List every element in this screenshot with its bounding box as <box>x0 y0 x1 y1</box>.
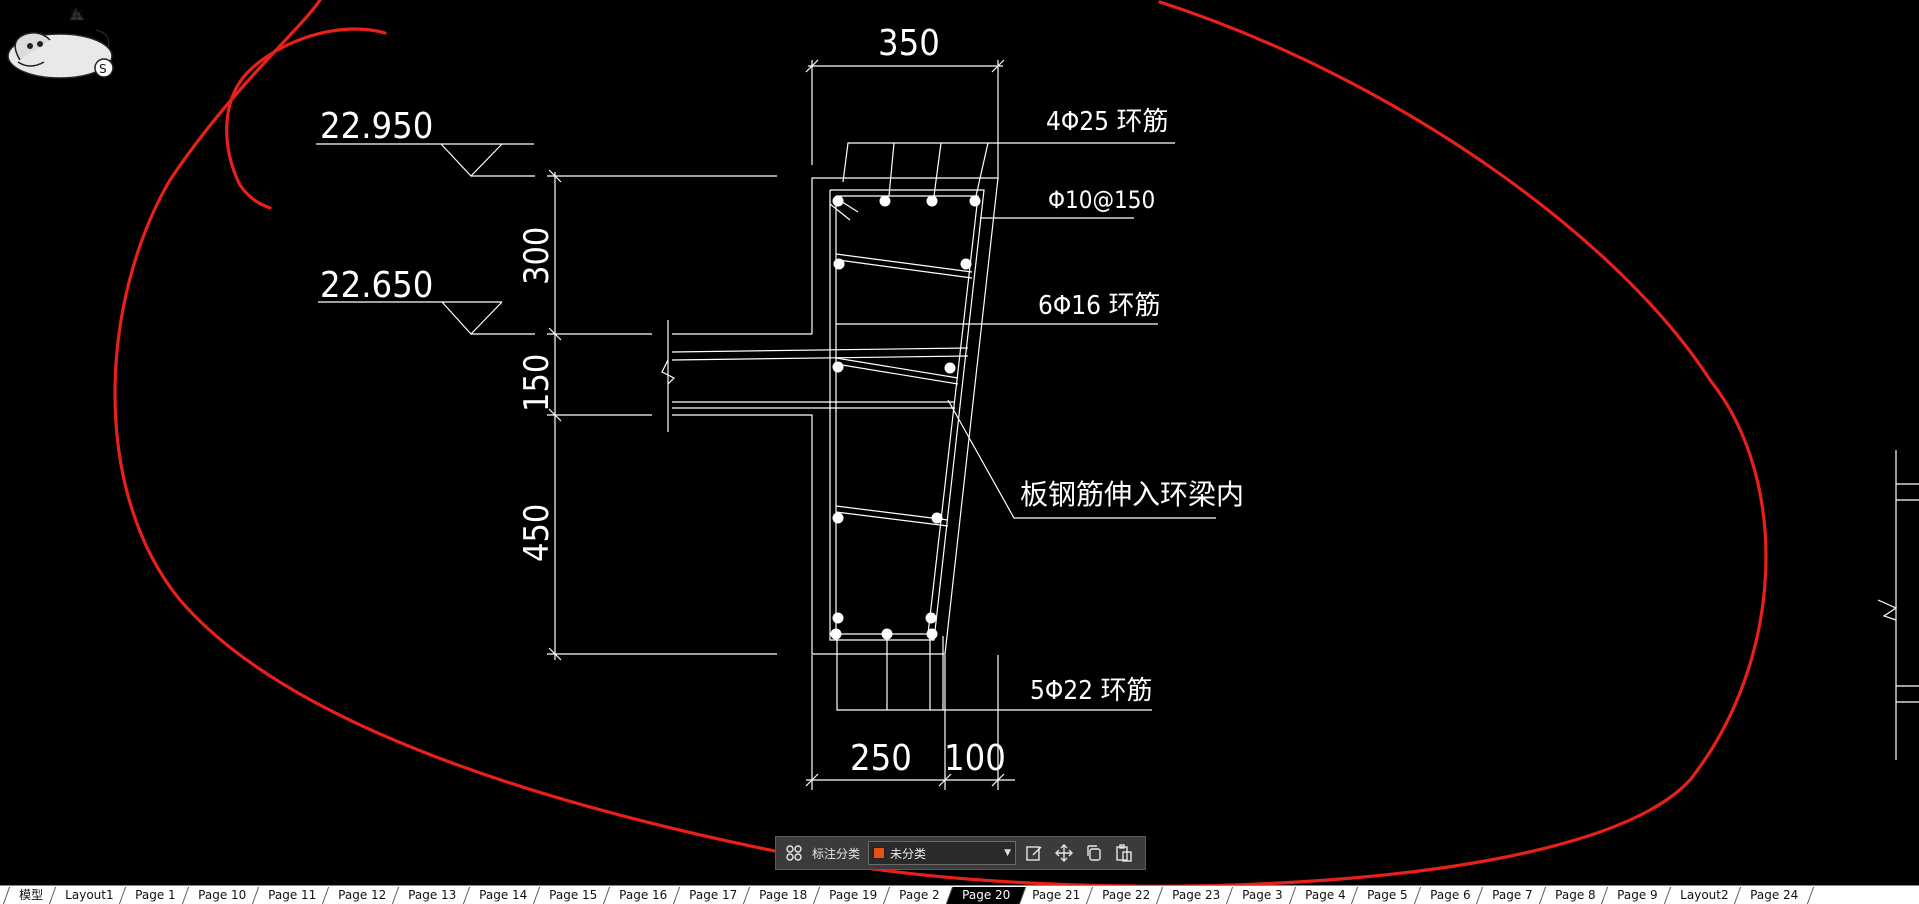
layout-tab[interactable]: Page 16 <box>602 887 684 904</box>
move-icon[interactable] <box>1052 841 1076 865</box>
dim-top-width: 350 <box>878 23 940 64</box>
level-marker-top <box>316 143 535 177</box>
layout-tab-label: Page 18 <box>759 888 808 902</box>
layout-tabs-strip: 模型 Layout1 Page 1 Page 10 Page 11 Page 12 Page… <box>0 885 1919 904</box>
category-color-swatch <box>873 847 886 859</box>
layout-tab[interactable]: Page 1 <box>119 887 193 904</box>
slab <box>661 320 969 432</box>
svg-text:S: S <box>99 62 107 76</box>
adjacent-detail <box>1877 450 1919 760</box>
tie-bars <box>829 197 973 527</box>
annotation-toolbar: 标注分类 未分类 ▼ <box>775 836 1146 870</box>
layout-tab[interactable]: Page 15 <box>532 887 613 904</box>
mascot-icon[interactable]: 中 S <box>0 0 118 90</box>
layout-tab[interactable]: Page 17 <box>672 887 754 904</box>
level-bottom-text: 22.650 <box>320 265 433 306</box>
dim-bottom-2: 100 <box>944 738 1006 779</box>
layout-tab[interactable]: Page 22 <box>1086 887 1167 904</box>
layout-tab-label: Layout2 <box>1680 888 1729 902</box>
vertical-dimension-chain <box>547 169 777 661</box>
label-mid-bars: 6Φ16 环筋 <box>1038 291 1160 321</box>
layout-tab-label: Page 22 <box>1102 888 1151 902</box>
layout-tab-label: Page 10 <box>198 888 247 902</box>
layout-tab-label: Page 12 <box>338 888 387 902</box>
layout-tab[interactable]: Page 5 <box>1351 887 1425 904</box>
rebar-dots <box>830 195 981 640</box>
layout-tab-label: Page 17 <box>689 888 738 902</box>
layout-tab[interactable]: Layout2 <box>1663 887 1745 904</box>
layout-tab[interactable]: Page 14 <box>462 887 543 904</box>
layout-tab-label: Page 24 <box>1750 888 1799 902</box>
chevron-down-icon: ▼ <box>1004 848 1012 858</box>
copy-icon[interactable] <box>1082 841 1106 865</box>
label-stirrup: Φ10@150 <box>1048 186 1155 214</box>
top-dimension <box>805 59 1005 180</box>
layout-tab[interactable]: Page 11 <box>252 887 333 904</box>
layout-tab[interactable]: Page 21 <box>1015 887 1097 904</box>
layout-tab-label: Page 14 <box>478 888 527 902</box>
layout-tab-label: Page 1 <box>135 888 177 902</box>
layout-tab-label: Page 15 <box>548 888 597 902</box>
level-top-text: 22.950 <box>320 106 433 147</box>
layout-tab-label: Page 4 <box>1305 888 1346 902</box>
layout-tab[interactable]: Page 13 <box>392 887 473 904</box>
red-markup-ellipse <box>113 0 1768 888</box>
grid-apps-icon[interactable] <box>782 841 806 865</box>
dim-h2: 150 <box>517 354 557 412</box>
leader-lines <box>836 142 1216 711</box>
layout-tab-label: Page 2 <box>899 888 941 902</box>
label-slab: 板钢筋伸入环梁内 <box>1020 478 1244 511</box>
layout-tab-label: Page 3 <box>1242 888 1284 902</box>
layout-tab-label: Page 20 <box>962 888 1011 902</box>
layout-tab-label: Page 16 <box>618 888 668 902</box>
layout-tab[interactable]: Page 24 <box>1734 887 1815 904</box>
layout-tab[interactable]: Page 2 <box>883 887 956 904</box>
layout-tab[interactable]: Page 23 <box>1156 887 1237 904</box>
bottom-dimension <box>805 655 1015 790</box>
layout-tab-label: Page 6 <box>1430 888 1471 902</box>
level-marker-bottom <box>318 301 535 335</box>
layout-tab[interactable]: Page 9 <box>1601 887 1675 904</box>
layout-tab-label: Page 11 <box>268 888 317 902</box>
paste-icon[interactable] <box>1112 841 1136 865</box>
label-top-bars: 4Φ25 环筋 <box>1046 107 1168 137</box>
layout-tab-label: Page 21 <box>1032 888 1081 902</box>
layout-tab[interactable]: Page 10 <box>181 887 263 904</box>
category-value: 未分类 <box>890 846 927 861</box>
category-dropdown[interactable]: 未分类 ▼ <box>868 841 1017 865</box>
layout-tab[interactable]: Page 7 <box>1476 887 1550 904</box>
layout-tab-label: Layout1 <box>65 888 114 902</box>
layout-tab-label: 模型 <box>19 888 44 902</box>
layout-tab-label: Page 8 <box>1555 888 1596 902</box>
category-label: 标注分类 <box>812 846 861 861</box>
layout-tab[interactable]: Page 18 <box>742 887 824 904</box>
dim-bottom-1: 250 <box>850 738 912 779</box>
dim-h1: 300 <box>517 227 557 285</box>
layout-tab-label: Page 23 <box>1172 888 1221 902</box>
layout-tab[interactable]: Page 12 <box>322 887 403 904</box>
layout-tab-label: Page 9 <box>1617 888 1659 902</box>
edit-icon[interactable] <box>1022 841 1046 865</box>
layout-tab[interactable]: Page 19 <box>813 887 894 904</box>
label-bottom-bars: 5Φ22 环筋 <box>1030 676 1152 706</box>
mascot-badge: 中 <box>70 8 84 24</box>
layout-tab-label: Page 13 <box>408 888 457 902</box>
layout-tab-label: Page 19 <box>829 888 878 902</box>
ring-beam-outline <box>672 177 999 655</box>
layout-tab-label: Page 7 <box>1492 888 1534 902</box>
layout-tab-label: Page 5 <box>1367 888 1409 902</box>
layout-tab[interactable]: Page 20 <box>945 887 1027 904</box>
layout-tab[interactable]: Page 3 <box>1226 887 1300 904</box>
dim-h3: 450 <box>517 504 557 562</box>
layout-tab[interactable]: Layout1 <box>48 887 130 904</box>
